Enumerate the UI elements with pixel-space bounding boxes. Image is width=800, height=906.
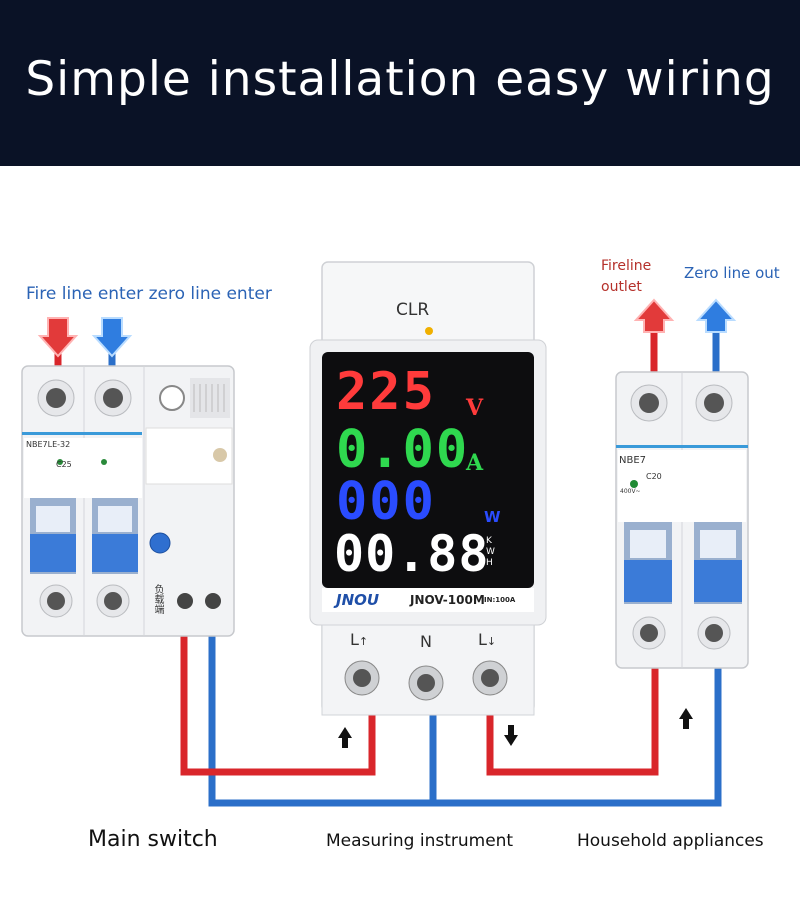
house-breaker-model: NBE7 — [619, 455, 647, 466]
measuring-instrument — [309, 261, 547, 716]
fire-out-arrow-icon — [633, 298, 675, 333]
terminal-l-out-text: L — [478, 630, 487, 649]
household-breaker — [615, 371, 749, 669]
household-appliances-caption: Household appliances — [577, 831, 764, 851]
title-banner: Simple installation easy wiring — [0, 0, 800, 166]
main-breaker-side-text: 负载端 — [152, 584, 163, 614]
terminal-l-in-label: L↑ — [350, 630, 368, 649]
terminal-l-out-label: L↓ — [478, 630, 496, 649]
fireline-outlet-line1: Fireline — [601, 258, 652, 274]
terminal-n-label: N — [420, 632, 432, 651]
energy-unit-h: H — [486, 558, 493, 568]
fire-wire-to-household — [486, 668, 659, 776]
current-readout: 0.00 — [336, 420, 470, 480]
down-small-arrow-icon: ↓ — [486, 635, 497, 648]
voltage-readout: 225 — [336, 362, 436, 422]
current-unit: A — [466, 450, 484, 476]
up-small-arrow-icon: ↑ — [358, 635, 369, 648]
power-unit: W — [484, 508, 501, 526]
fireline-outlet-line2: outlet — [601, 279, 642, 295]
terminal-screw — [344, 660, 380, 696]
fire-wire-to-meter — [180, 625, 376, 776]
house-breaker-rating: C20 — [646, 472, 662, 481]
main-breaker-rating: C25 — [56, 460, 72, 469]
fire-in-arrow-icon — [37, 317, 79, 358]
meter-model: JNOV-100M — [410, 593, 485, 607]
zero-in-arrow-icon — [91, 317, 133, 358]
input-label: Fire line enter zero line enter — [26, 284, 272, 304]
fireline-outlet-label: Fireline outlet — [601, 256, 651, 298]
main-breaker-model: NBE7LE-32 — [26, 440, 71, 449]
terminal-screw — [472, 660, 508, 696]
up-arrow-icon — [338, 727, 352, 748]
clr-label: CLR — [396, 300, 430, 320]
measuring-instrument-caption: Measuring instrument — [326, 831, 514, 851]
energy-unit: K W H — [486, 536, 495, 569]
meter-brand: JNOU — [336, 591, 380, 609]
energy-readout: 00.88 — [334, 525, 490, 583]
zero-line-out-label: Zero line out — [684, 264, 780, 282]
main-switch-caption: Main switch — [88, 827, 218, 852]
down-arrow-icon — [504, 725, 518, 746]
zero-out-arrow-icon — [695, 298, 737, 333]
power-readout: 000 — [336, 472, 436, 532]
energy-unit-k: K — [486, 536, 492, 546]
voltage-unit: V — [466, 395, 484, 421]
house-breaker-voltage: 400V~ — [620, 488, 641, 495]
energy-unit-w: W — [486, 547, 495, 557]
up-arrow-icon — [679, 708, 693, 729]
terminal-screw — [408, 665, 444, 701]
banner-title: Simple installation easy wiring — [25, 52, 775, 107]
neutral-bus-wire — [208, 625, 722, 807]
meter-rating: IN:100A — [484, 596, 516, 604]
terminal-l-in-text: L — [350, 630, 359, 649]
main-switch-breaker — [21, 365, 235, 637]
